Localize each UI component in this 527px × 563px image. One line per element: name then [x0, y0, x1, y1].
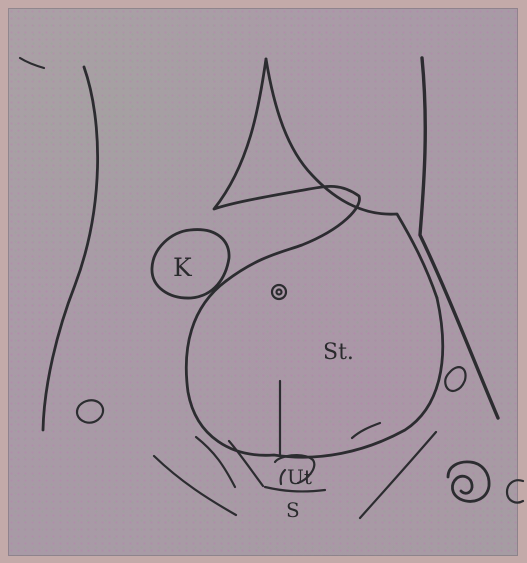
navel-inner [277, 290, 282, 295]
label-ut: Ut [287, 465, 312, 489]
left-body-outline [43, 67, 98, 430]
uterus-left-line [281, 470, 285, 484]
right-small-c-marker [507, 480, 523, 502]
left-oval-marker [77, 400, 103, 422]
right-inner-fold [352, 423, 380, 438]
right-spiral-marker [448, 462, 489, 501]
stomach-upper-right-curve [266, 59, 437, 298]
right-body-outline [420, 58, 498, 418]
upper-stomach-outline [214, 59, 359, 281]
lower-left-fold [154, 456, 236, 515]
top-left-corner-mark [20, 58, 44, 68]
left-inner-fold-b [229, 441, 263, 486]
stomach-main-outline [186, 281, 442, 457]
right-oval-marker [445, 367, 465, 391]
label-st: St. [323, 340, 354, 365]
navel-outer [272, 285, 286, 299]
left-inner-fold-a [196, 437, 235, 487]
label-k: K [173, 253, 193, 282]
label-s: S [286, 498, 300, 522]
